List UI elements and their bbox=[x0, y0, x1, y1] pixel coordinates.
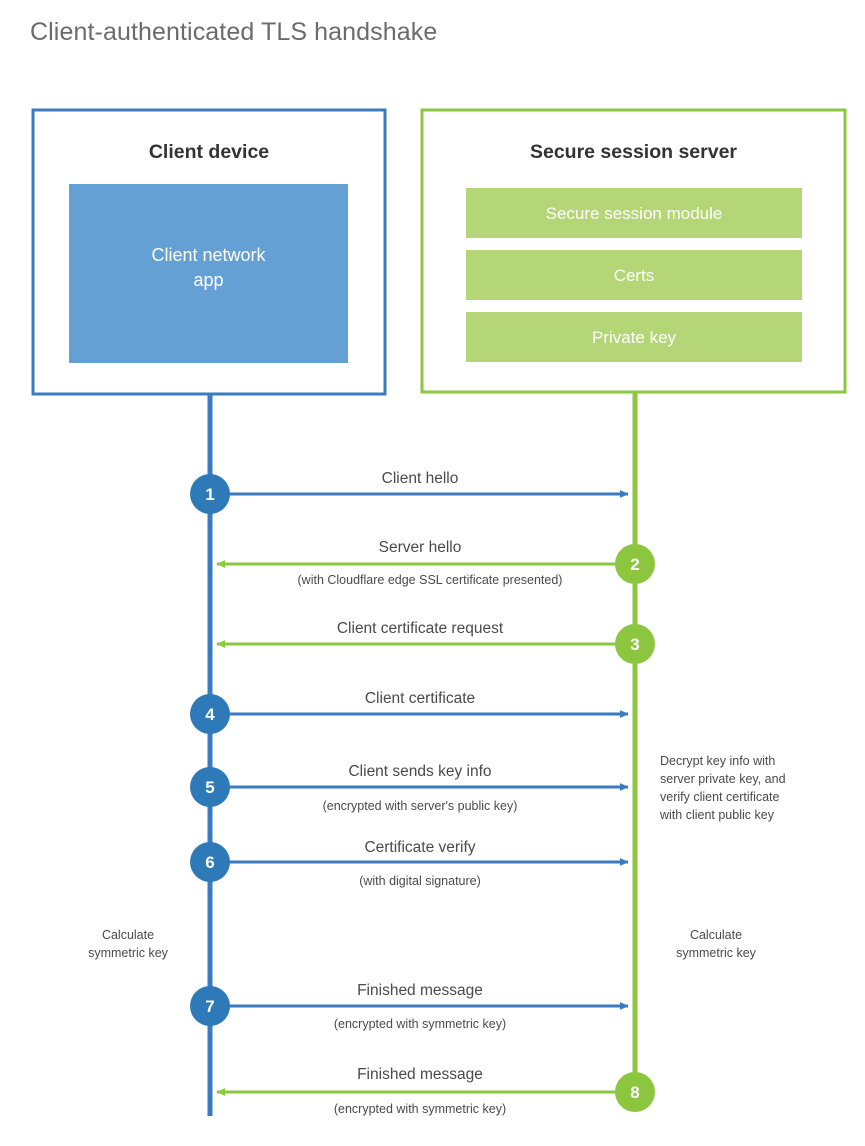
step-8-main-label: Finished message bbox=[357, 1066, 483, 1083]
server-decrypt-line-0: Decrypt key info with bbox=[660, 754, 775, 768]
server-bar-secure-session-module bbox=[466, 188, 802, 238]
server-decrypt-annotation: Decrypt key info with server private key… bbox=[659, 754, 786, 822]
server-bar-label-2: Private key bbox=[592, 328, 677, 347]
step-6-badge bbox=[190, 842, 230, 882]
step-8-number: 8 bbox=[630, 1083, 639, 1102]
server-bar-label-0: Secure session module bbox=[546, 204, 723, 223]
step-1-number: 1 bbox=[205, 485, 214, 504]
step-1-main-label: Client hello bbox=[382, 470, 459, 487]
step-8-sub-label: (encrypted with symmetric key) bbox=[334, 1102, 506, 1116]
step-6-sub-label: (with digital signature) bbox=[359, 874, 481, 888]
step-5-badge bbox=[190, 767, 230, 807]
client-calculate-line-1: symmetric key bbox=[88, 946, 169, 960]
step-3-badge bbox=[615, 624, 655, 664]
server-decrypt-line-1: server private key, and bbox=[660, 772, 786, 786]
client-device-panel: Client device Client network app bbox=[31, 108, 387, 396]
step-4-main-label: Client certificate bbox=[365, 690, 475, 707]
step-2-number: 2 bbox=[630, 555, 639, 574]
step-4-badge bbox=[190, 694, 230, 734]
step-2-main-label: Server hello bbox=[379, 539, 462, 556]
secure-session-server-panel: Secure session server Secure session mod… bbox=[420, 108, 847, 394]
step-2-group: Server hello (with Cloudflare edge SSL c… bbox=[216, 539, 655, 587]
step-5-main-label: Client sends key info bbox=[348, 763, 491, 780]
step-7-sub-label: (encrypted with symmetric key) bbox=[334, 1017, 506, 1031]
server-calculate-annotation: Calculate symmetric key bbox=[676, 928, 757, 960]
server-bar-private-key bbox=[466, 312, 802, 362]
step-7-group: Finished message (encrypted with symmetr… bbox=[190, 982, 629, 1031]
client-network-app-box bbox=[69, 184, 348, 363]
step-1-group: Client hello 1 bbox=[190, 470, 629, 514]
step-4-group: Client certificate 4 bbox=[190, 690, 629, 734]
page-title: Client-authenticated TLS handshake bbox=[30, 18, 438, 46]
step-3-group: Client certificate request 3 bbox=[216, 620, 655, 664]
step-6-group: Certificate verify (with digital signatu… bbox=[190, 839, 629, 888]
step-5-number: 5 bbox=[205, 778, 214, 797]
step-2-badge bbox=[615, 544, 655, 584]
client-calculate-line-0: Calculate bbox=[102, 928, 154, 942]
server-bar-certs bbox=[466, 250, 802, 300]
step-8-group: Finished message (encrypted with symmetr… bbox=[216, 1066, 655, 1116]
step-7-main-label: Finished message bbox=[357, 982, 483, 999]
step-2-sub-label: (with Cloudflare edge SSL certificate pr… bbox=[298, 573, 563, 587]
step-7-number: 7 bbox=[205, 997, 214, 1016]
step-1-badge bbox=[190, 474, 230, 514]
step-6-main-label: Certificate verify bbox=[364, 839, 475, 856]
client-calculate-annotation: Calculate symmetric key bbox=[88, 928, 169, 960]
step-3-main-label: Client certificate request bbox=[337, 620, 504, 637]
server-bar-label-1: Certs bbox=[614, 266, 655, 285]
step-3-number: 3 bbox=[630, 635, 639, 654]
server-calculate-line-0: Calculate bbox=[690, 928, 742, 942]
step-7-badge bbox=[190, 986, 230, 1026]
server-calculate-line-1: symmetric key bbox=[676, 946, 757, 960]
client-device-title: Client device bbox=[149, 141, 269, 163]
step-4-number: 4 bbox=[205, 705, 215, 724]
server-decrypt-line-2: verify client certificate bbox=[660, 790, 780, 804]
step-6-number: 6 bbox=[205, 853, 214, 872]
server-decrypt-line-3: with client public key bbox=[659, 808, 775, 822]
step-8-badge bbox=[615, 1072, 655, 1112]
step-5-group: Client sends key info (encrypted with se… bbox=[190, 763, 629, 813]
secure-session-server-title: Secure session server bbox=[530, 141, 737, 163]
client-network-app-label-line1: Client network bbox=[151, 245, 266, 265]
client-network-app-label-line2: app bbox=[193, 270, 223, 290]
step-5-sub-label: (encrypted with server's public key) bbox=[323, 799, 518, 813]
